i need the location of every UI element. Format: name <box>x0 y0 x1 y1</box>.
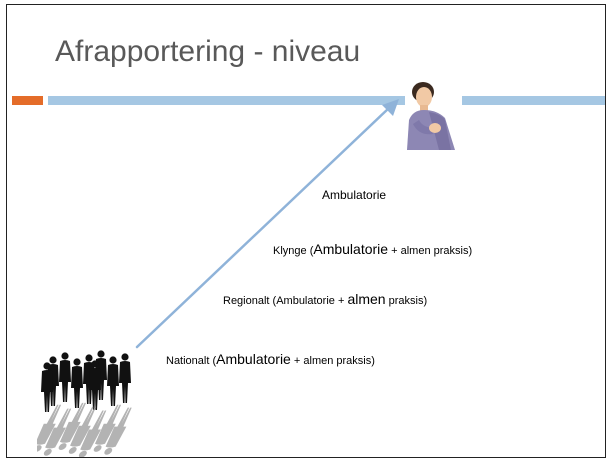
patient-chest-pain-icon <box>407 82 455 150</box>
level-nationalt-emphasis: Ambulatorie <box>216 351 291 367</box>
slide: Afrapportering - niveau Ambulatorie Klyn… <box>6 4 606 458</box>
level-nationalt-prefix: Nationalt ( <box>166 355 217 367</box>
accent-bar-orange <box>12 96 43 105</box>
level-klynge-suffix: + almen praksis) <box>388 245 473 257</box>
accent-bar-blue-right <box>462 96 605 105</box>
level-regionalt-emphasis: almen <box>347 291 386 307</box>
arrow-up-right-icon <box>135 99 399 349</box>
slide-title: Afrapportering - niveau <box>55 35 361 68</box>
level-ambulatorie-label: Ambulatorie <box>322 188 387 202</box>
level-klynge-emphasis: Ambulatorie <box>313 241 389 257</box>
level-regionalt-suffix: praksis) <box>385 295 428 307</box>
level-nationalt: Nationalt (Ambulatorie + almen praksis) <box>166 351 375 367</box>
accent-bar-blue-left <box>48 96 405 105</box>
level-ambulatorie: Ambulatorie <box>322 188 386 202</box>
level-regionalt: Regionalt (Ambulatorie + almen praksis) <box>223 291 427 307</box>
level-klynge: Klynge (Ambulatorie + almen praksis) <box>273 241 472 257</box>
level-regionalt-prefix: Regionalt (Ambulatorie + <box>223 295 348 307</box>
level-nationalt-suffix: + almen praksis) <box>290 355 375 367</box>
level-klynge-prefix: Klynge ( <box>273 245 314 257</box>
people-crowd-silhouette-icon <box>37 350 136 457</box>
